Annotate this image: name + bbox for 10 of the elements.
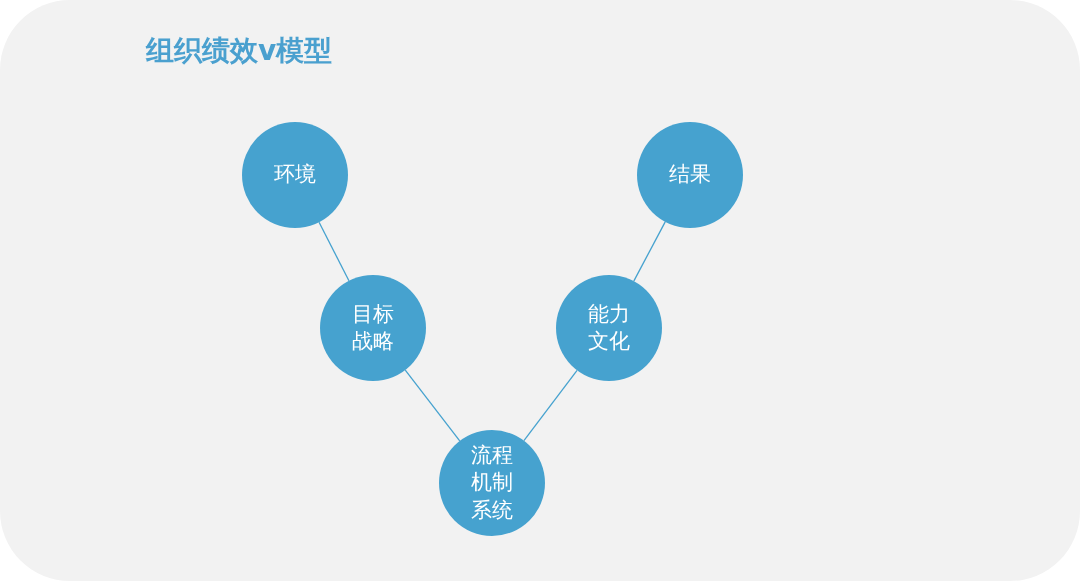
connector-line bbox=[523, 369, 578, 442]
node-label: 结果 bbox=[668, 161, 712, 189]
node-label: 环境 bbox=[273, 161, 317, 189]
title: 组织绩效v模型 bbox=[146, 33, 333, 69]
node-label: 目标战略 bbox=[351, 300, 395, 355]
connector-line bbox=[404, 369, 461, 442]
node-label: 能力文化 bbox=[587, 300, 631, 355]
node-label: 流程机制系统 bbox=[470, 442, 514, 524]
connector-line bbox=[318, 221, 350, 282]
connector-line bbox=[633, 221, 666, 282]
